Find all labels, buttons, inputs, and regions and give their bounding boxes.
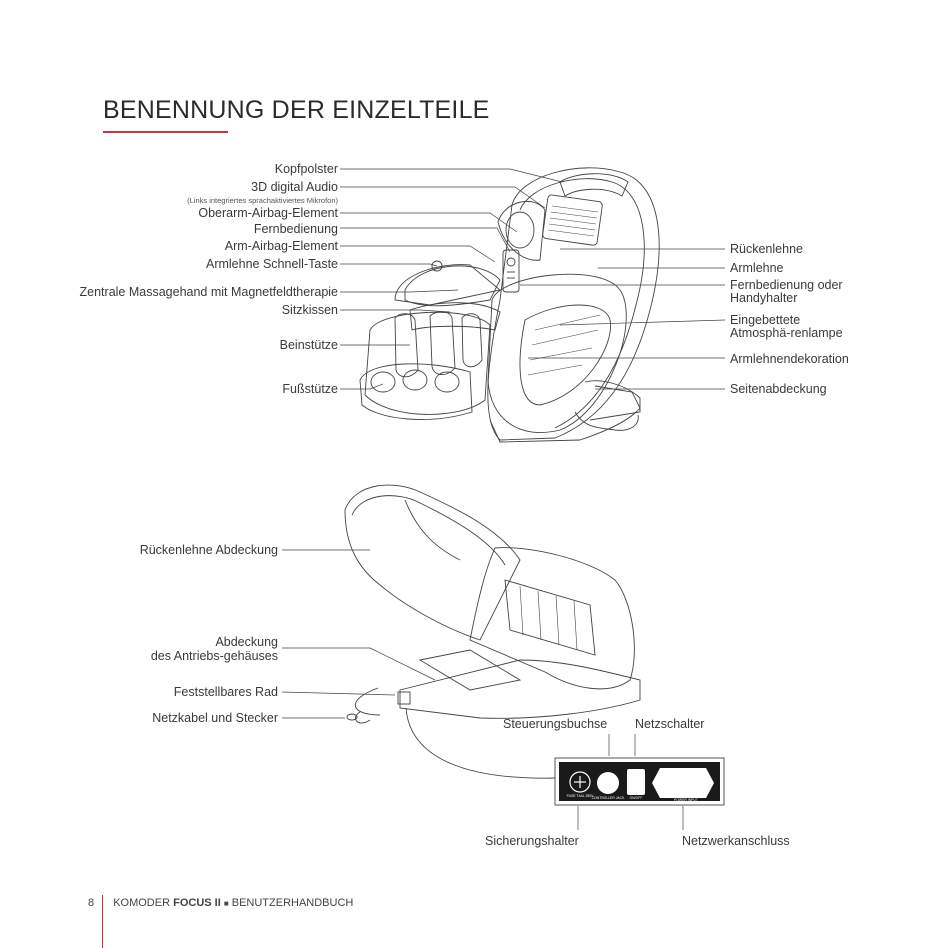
label-massagehand: Zentrale Massagehand mit Magnetfeldthera… bbox=[79, 285, 338, 299]
label-fernbedienung: Fernbedienung bbox=[253, 222, 338, 236]
footer-separator: ■ bbox=[223, 899, 229, 908]
label-antrieb-1: Abdeckung bbox=[215, 635, 278, 649]
label-handyhalter-2: Handyhalter bbox=[730, 291, 798, 305]
panel-onoff-text: ON/OFF bbox=[630, 796, 643, 800]
title-underline bbox=[103, 131, 228, 133]
label-handyhalter-1: Fernbedienung oder bbox=[730, 278, 843, 292]
footer-brand: KOMODER bbox=[113, 897, 171, 909]
panel-controller-text: CONTROLLER JACK bbox=[592, 796, 626, 800]
chair-front-view bbox=[359, 167, 660, 443]
label-beinstuetze: Beinstütze bbox=[279, 338, 338, 352]
label-steuerungsbuchse: Steuerungsbuchse bbox=[503, 717, 608, 731]
label-netzwerkanschluss: Netzwerkanschluss bbox=[682, 834, 790, 848]
panel-power-text: POWER INPUT bbox=[674, 798, 698, 802]
label-3d-audio: 3D digital Audio bbox=[251, 180, 338, 194]
label-seitenabdeckung: Seitenabdeckung bbox=[730, 382, 827, 396]
leaders-top-left bbox=[340, 168, 563, 390]
label-rueckenlehne: Rückenlehne bbox=[730, 242, 803, 256]
footer-model: FOCUS II bbox=[173, 897, 221, 909]
label-oberarm-airbag: Oberarm-Airbag-Element bbox=[198, 206, 338, 220]
label-3d-audio-note: (Links integriertes sprachaktiviertes Mi… bbox=[187, 196, 338, 205]
label-sitzkissen: Sitzkissen bbox=[281, 303, 338, 317]
leaders-top-right bbox=[520, 248, 726, 390]
label-kopfpolster: Kopfpolster bbox=[274, 162, 338, 176]
page-number: 8 bbox=[88, 897, 95, 909]
on-off-switch-icon bbox=[627, 769, 645, 795]
footer-manual: BENUTZERHANDBUCH bbox=[231, 897, 354, 909]
control-panel: FUSE T4AL 250V CONTROLLER JACK ON/OFF PO… bbox=[554, 757, 725, 806]
leaders-bottom bbox=[281, 549, 684, 830]
power-input-icon bbox=[652, 768, 714, 798]
label-sicherungshalter: Sicherungshalter bbox=[485, 834, 579, 848]
label-rueckenlehne-abdeckung: Rückenlehne Abdeckung bbox=[139, 543, 278, 557]
label-armlehnendekoration: Armlehnendekoration bbox=[730, 352, 849, 366]
page-title: BENENNUNG DER EINZELTEILE bbox=[103, 96, 490, 124]
panel-fuse-text: FUSE T4AL 250V bbox=[567, 794, 595, 798]
label-rad: Feststellbares Rad bbox=[173, 685, 278, 699]
label-fussstuetze: Fußstütze bbox=[282, 382, 338, 396]
label-armlehne: Armlehne bbox=[730, 261, 784, 275]
label-antrieb-2: des Antriebs-gehäuses bbox=[150, 649, 278, 663]
controller-jack-icon bbox=[597, 772, 619, 794]
chair-rear-view bbox=[344, 484, 641, 779]
fuse-holder-icon bbox=[569, 771, 591, 793]
footer-rule bbox=[102, 895, 103, 948]
label-netzschalter: Netzschalter bbox=[635, 717, 705, 731]
label-arm-airbag: Arm-Airbag-Element bbox=[224, 239, 338, 253]
label-netzkabel: Netzkabel und Stecker bbox=[152, 711, 278, 725]
footer: 8 KOMODER FOCUS II ■ BENUTZERHANDBUCH bbox=[88, 897, 353, 909]
label-armlehne-taste: Armlehne Schnell-Taste bbox=[205, 257, 338, 271]
label-lampe-1: Eingebettete bbox=[730, 313, 801, 327]
label-lampe-2: Atmosphä-renlampe bbox=[730, 326, 843, 340]
